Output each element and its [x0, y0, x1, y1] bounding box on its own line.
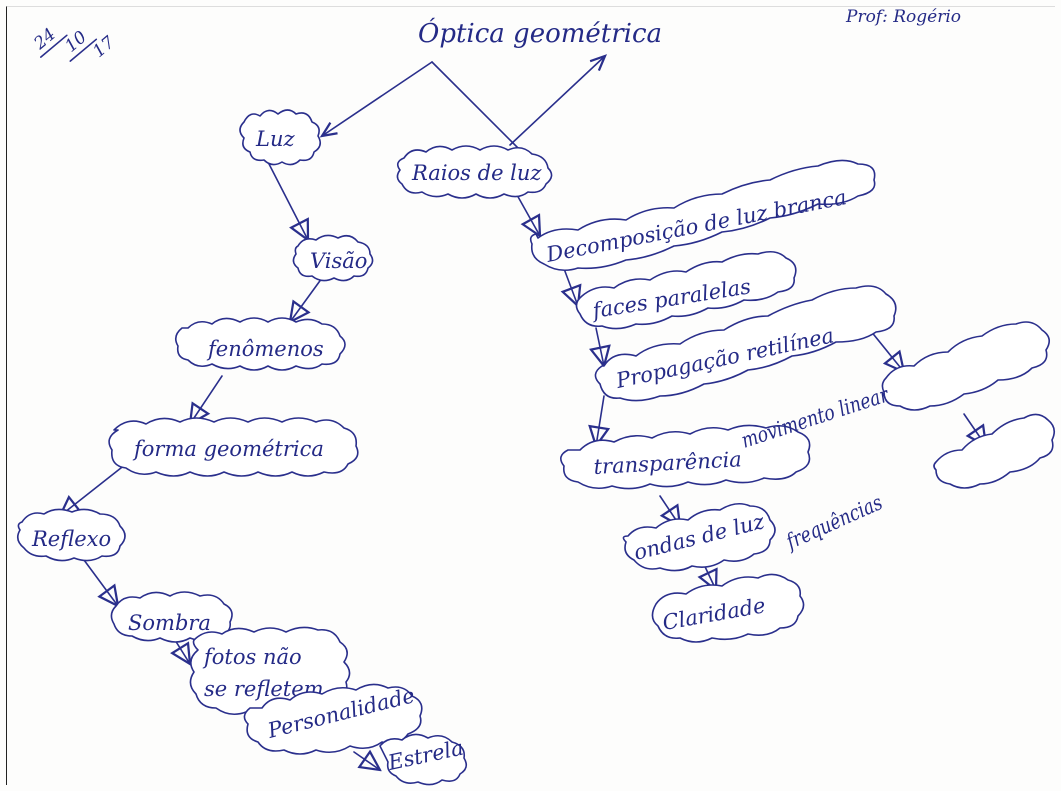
- cloud-outline: [379, 733, 468, 786]
- node-frequencias: frequências: [781, 413, 1056, 555]
- edge-title-luz: [319, 61, 433, 138]
- edge-personalidade-estrela: [353, 752, 380, 770]
- edge-title-raios: [431, 61, 521, 151]
- node-visao: Visão: [292, 234, 374, 282]
- node-label: movimento linear: [738, 381, 893, 453]
- author-label: Prof: Rogério: [845, 7, 961, 27]
- date-month: 10: [61, 27, 91, 56]
- node-label: Raios de luz: [411, 161, 542, 185]
- node-label: Visão: [310, 249, 367, 273]
- node-forma-geometrica: forma geométrica: [108, 417, 359, 477]
- cloud-outline: [881, 321, 1050, 411]
- edge-fenomenos-forma: [190, 375, 223, 424]
- node-label: Sombra: [128, 611, 211, 635]
- date-year: 17: [89, 32, 119, 61]
- cloud-outline: [575, 250, 797, 330]
- edge-propagacao-transparencia: [596, 395, 604, 446]
- node-transparencia: transparência: [560, 424, 811, 490]
- node-label: frequências: [781, 490, 887, 555]
- map-title: Óptica geométrica: [418, 17, 662, 49]
- cloud-outline: [529, 159, 876, 272]
- cloud-outline: [292, 234, 374, 282]
- node-label-line-1: fotos não: [202, 645, 302, 669]
- cloud-outline: [396, 145, 553, 199]
- node-ondas-de-luz: ondas de luz: [622, 502, 776, 572]
- node-raios-de-luz: Raios de luz: [396, 145, 553, 199]
- edge-forma-reflexo: [60, 463, 127, 516]
- cloud-outline: [239, 109, 322, 166]
- cloud-outline: [243, 683, 423, 755]
- edge-reflexo-sombra: [83, 559, 118, 606]
- node-personalidade: Personalidade: [243, 683, 423, 755]
- node-label: Reflexo: [31, 527, 111, 551]
- edge-propagacao-movimento: [869, 329, 904, 372]
- cloud-outline: [560, 424, 811, 490]
- node-fenomenos: fenômenos: [174, 317, 346, 371]
- node-label: fenômenos: [206, 337, 324, 361]
- cloud-outline: [651, 573, 805, 643]
- date-divider: [39, 34, 68, 58]
- date-day: 24: [30, 25, 60, 55]
- cloud-outline: [174, 317, 346, 371]
- edge-raios-up: [509, 54, 608, 146]
- edge-luz-visao: [267, 161, 308, 240]
- cloud-outline: [108, 417, 359, 477]
- scan-frame: [6, 6, 1055, 785]
- node-reflexo: Reflexo: [16, 508, 126, 562]
- cloud-outline: [594, 285, 897, 402]
- date-divider: [69, 38, 98, 62]
- node-claridade: Claridade: [651, 573, 805, 643]
- title-group: Óptica geométrica: [418, 17, 662, 49]
- node-sombra: Sombra: [110, 591, 233, 643]
- edge-faces-propagacao: [596, 327, 604, 366]
- date-mark: 24 10 17: [30, 25, 119, 62]
- node-label: forma geométrica: [132, 437, 324, 461]
- node-estrela: Estrela: [379, 733, 468, 786]
- node-decomposicao: Decomposição de luz branca: [529, 159, 876, 272]
- node-label: Luz: [255, 127, 295, 151]
- cloud-outline: [622, 502, 776, 572]
- cloud-outline: [16, 508, 126, 562]
- node-faces-paralelas: faces paralelas: [575, 250, 797, 330]
- cloud-outline: [933, 413, 1056, 489]
- node-luz: Luz: [239, 109, 322, 166]
- edge-visao-fenomenos: [290, 277, 323, 322]
